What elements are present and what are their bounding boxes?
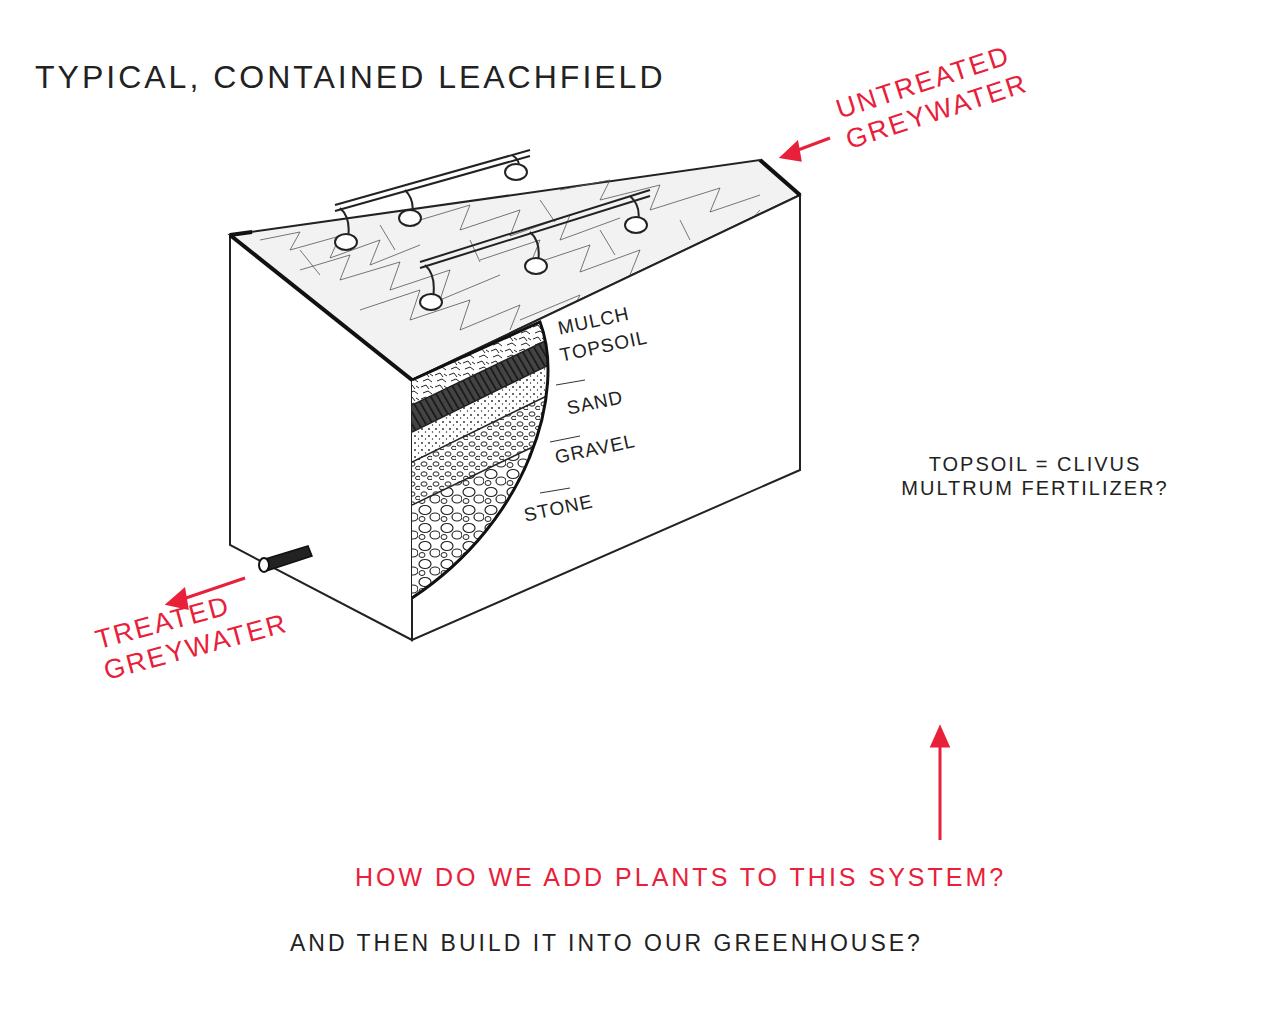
distribution-pipe [335,150,650,298]
flow-label: TREATED GREYWATER [92,576,292,688]
outlet-pipe [259,546,312,572]
box-edge [230,235,412,380]
diagram-title: TYPICAL, CONTAINED LEACHFIELD [35,58,666,96]
pipe-outlet [335,164,647,310]
flow-label: UNTREATED GREYWATER [832,33,1042,156]
soil-cutaway [412,230,620,700]
question-text: HOW DO WE ADD PLANTS TO THIS SYSTEM? [355,862,1006,892]
question-text: AND THEN BUILD IT INTO OUR GREENHOUSE? [290,930,923,958]
flow-arrow [168,138,948,840]
left-face [230,235,412,640]
cutaway-outline [412,322,548,598]
box-edge [230,232,252,235]
note-text: TOPSOIL = CLIVUS MULTRUM FERTILIZER? [870,452,1200,500]
front-face [412,195,800,640]
box-edge [760,160,800,195]
